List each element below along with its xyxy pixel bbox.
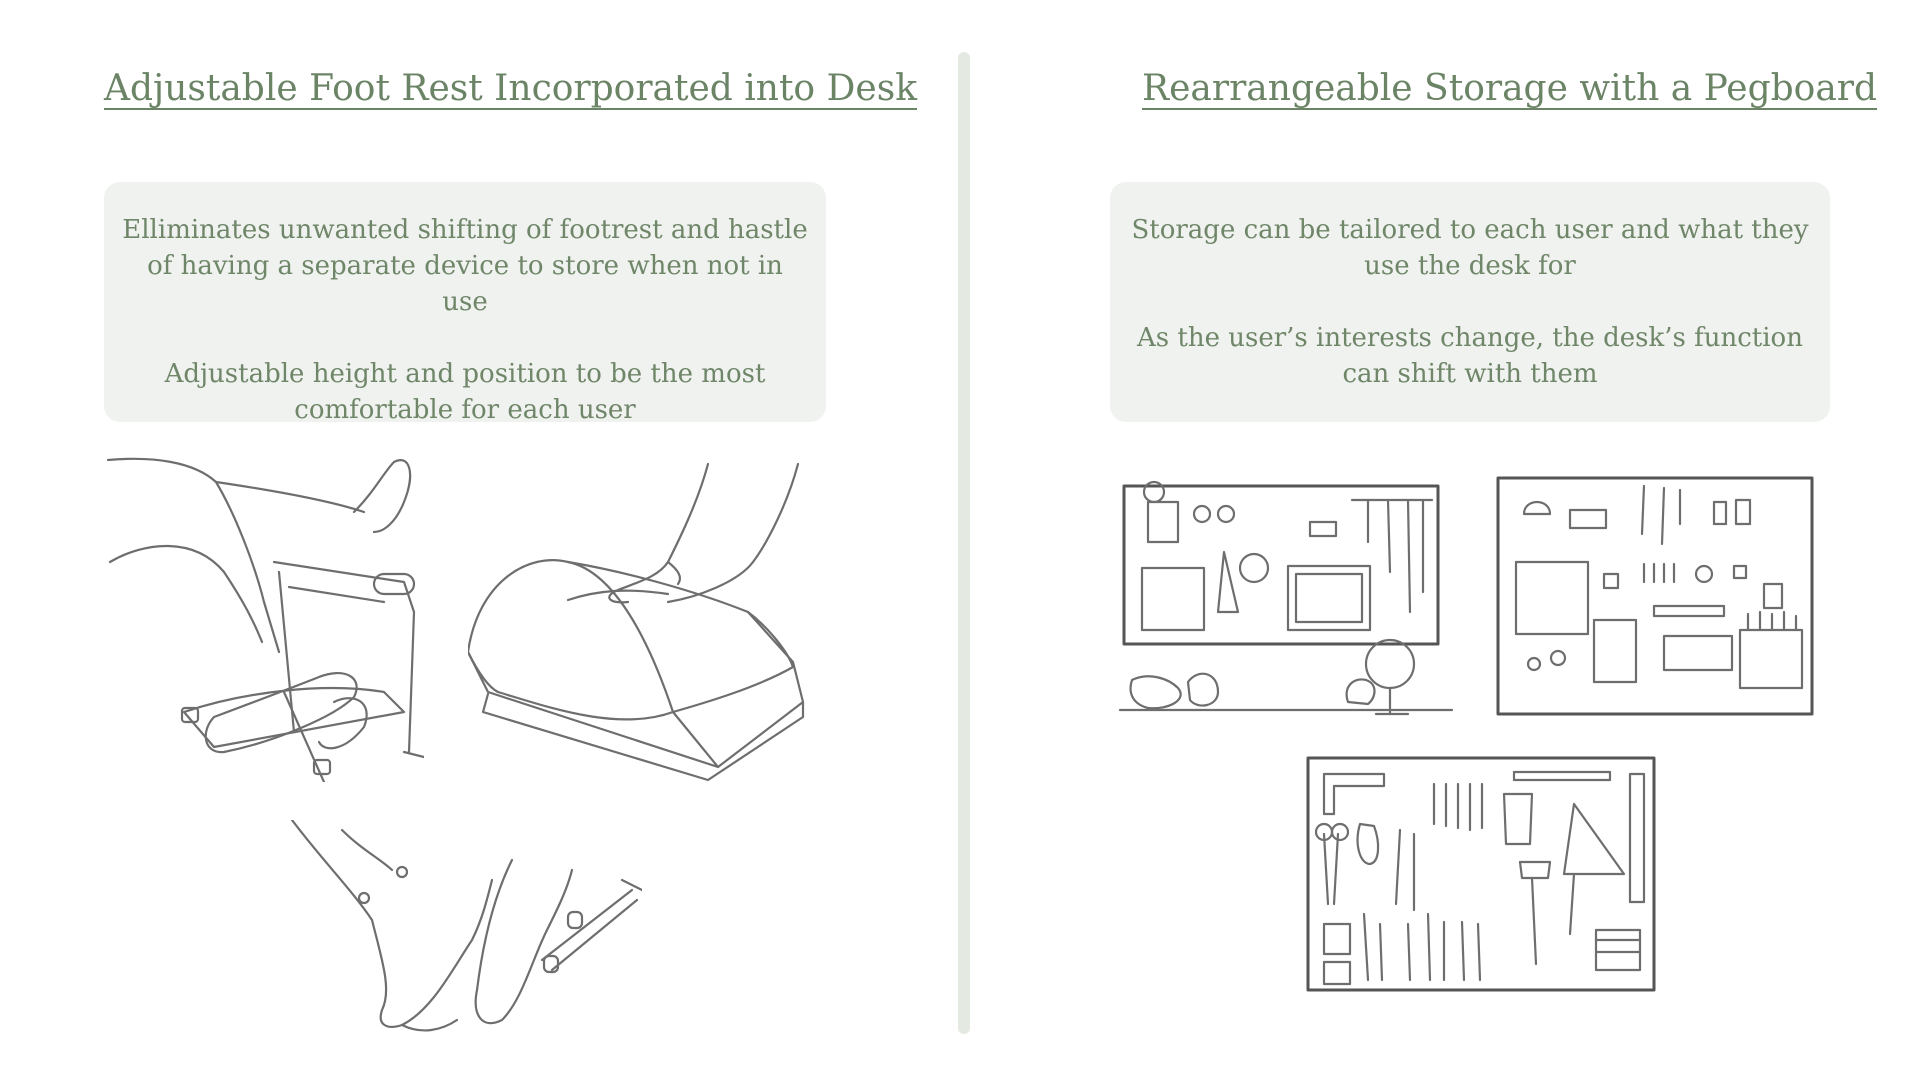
tool-pegboard-sketch [1304, 754, 1658, 994]
right-title: Rearrangeable Storage with a Pegboard [1142, 68, 1878, 109]
left-description-panel: Elliminates unwanted shifting of footres… [104, 182, 826, 425]
column-divider [958, 52, 970, 1034]
right-paragraph-1: Storage can be tailored to each user and… [1131, 215, 1809, 281]
right-paragraph-2: As the user’s interests change, the desk… [1137, 323, 1803, 389]
foam-footrest-sketch [468, 462, 828, 782]
craft-pegboard-sketch [1118, 472, 1458, 722]
right-description-panel: Storage can be tailored to each user and… [1110, 182, 1830, 422]
left-title: Adjustable Foot Rest Incorporated into D… [104, 68, 918, 109]
bar-footrest-sketch [282, 820, 642, 1040]
art-pegboard-sketch [1494, 474, 1820, 720]
left-paragraph-2: Adjustable height and position to be the… [164, 359, 766, 425]
footrest-attached-sketch [104, 452, 424, 782]
left-paragraph-1: Elliminates unwanted shifting of footres… [122, 215, 808, 317]
